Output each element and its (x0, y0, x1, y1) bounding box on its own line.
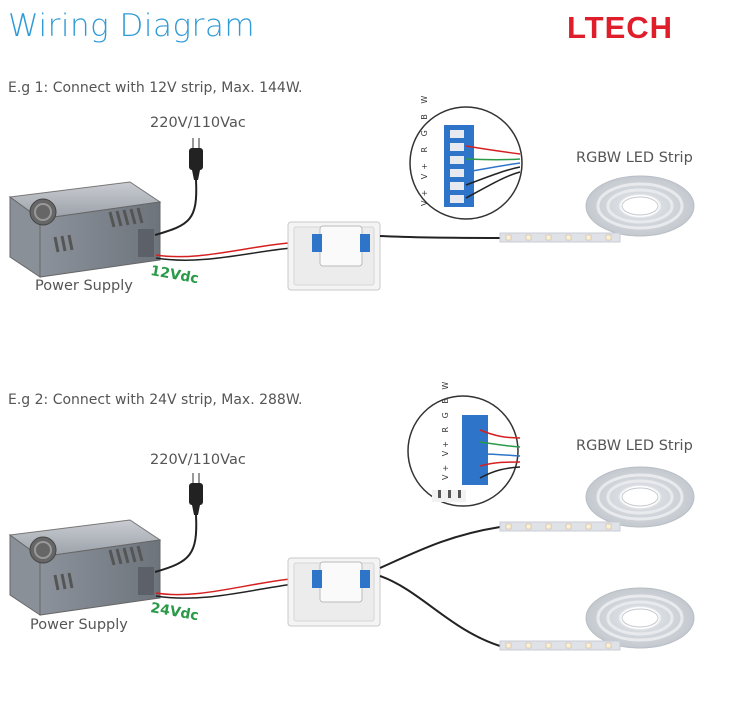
terminal-label: V+ (441, 438, 450, 457)
mains-label-1: 220V/110Vac (150, 115, 246, 131)
wall-panel-2 (287, 557, 381, 627)
brand-logo: LTECH (567, 10, 674, 45)
terminal-detail-2 (407, 395, 521, 507)
power-supply-1 (8, 180, 162, 279)
power-supply-label-1: Power Supply (35, 278, 133, 294)
terminal-label: G (441, 409, 450, 419)
page-title: Wiring Diagram (8, 8, 256, 44)
power-supply-label-2: Power Supply (30, 617, 128, 633)
mains-plug-2 (188, 472, 204, 516)
mains-cable-1 (154, 179, 198, 236)
terminal-labels-2: V+ V+ R G B W (441, 379, 455, 480)
terminal-label: V+ (441, 461, 450, 480)
terminal-label: V+ (420, 159, 429, 180)
led-strip-reel-2b (499, 586, 696, 651)
terminal-labels-1: V+ V+ R G B W (420, 92, 434, 208)
strip-label-2: RGBW LED Strip (576, 438, 693, 454)
output-cable-2a (379, 526, 501, 569)
power-supply-2 (8, 518, 162, 617)
mains-label-2: 220V/110Vac (150, 452, 246, 468)
terminal-label: B (420, 110, 429, 120)
mains-cable-2 (154, 514, 198, 573)
led-strip-reel-2a (499, 465, 696, 532)
terminal-detail-1 (409, 106, 523, 220)
terminal-label: W (441, 378, 450, 390)
terminal-label: V+ (420, 185, 429, 206)
terminal-label: B (441, 395, 450, 404)
example-2-heading: E.g 2: Connect with 24V strip, Max. 288W… (8, 392, 303, 408)
output-cable-1 (379, 235, 501, 239)
example-1-heading: E.g 1: Connect with 12V strip, Max. 144W… (8, 80, 303, 96)
psu-red-wire-1 (155, 241, 301, 258)
psu-black-wire-1 (155, 246, 303, 261)
strip-label-1: RGBW LED Strip (576, 150, 693, 166)
psu-red-wire-2 (155, 577, 301, 596)
terminal-label: R (441, 423, 450, 433)
terminal-label: R (420, 142, 429, 153)
terminal-label: G (420, 126, 429, 137)
wall-panel-1 (287, 221, 381, 291)
mains-plug-1 (188, 137, 204, 181)
led-strip-reel-1 (499, 174, 696, 243)
output-cable-2b (379, 575, 501, 647)
terminal-label: W (420, 91, 429, 104)
psu-black-wire-2 (155, 582, 303, 599)
